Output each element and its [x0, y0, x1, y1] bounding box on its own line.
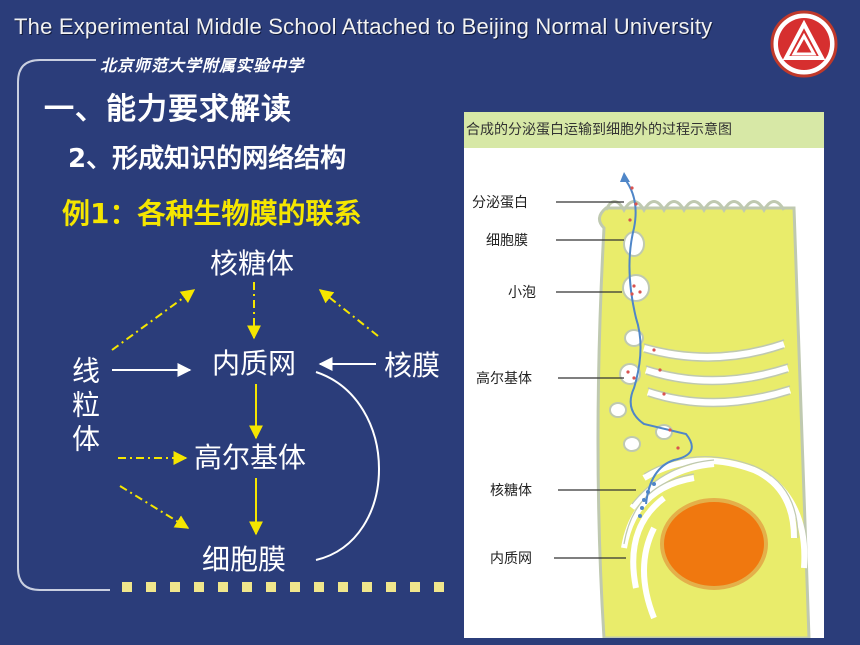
school-name-english: The Experimental Middle School Attached …	[14, 14, 713, 39]
node-cell-membrane: 细胞膜	[202, 543, 287, 576]
curve-er-membrane	[315, 371, 380, 561]
figure-title: 合成的分泌蛋白运输到细胞外的过程示意图	[464, 112, 824, 148]
section-subtitle: 2、形成知识的网络结构	[68, 144, 347, 174]
school-name-chinese: 北京师范大学附属实验中学	[100, 56, 305, 75]
transport-path	[623, 177, 693, 505]
label-secretory-protein: 分泌蛋白	[472, 195, 528, 211]
golgi-stack	[643, 340, 792, 407]
vesicle-membrane	[623, 231, 645, 257]
label-cell-membrane: 细胞膜	[486, 233, 528, 249]
label-vesicle: 小泡	[508, 285, 536, 301]
school-logo	[770, 10, 838, 78]
node-golgi: 高尔基体	[194, 441, 307, 474]
example-title: 例1：各种生物膜的联系	[62, 197, 362, 230]
label-golgi: 高尔基体	[476, 371, 532, 387]
label-ribosome: 核糖体	[490, 483, 532, 499]
node-nuclear-membrane: 核膜	[384, 349, 441, 382]
arrow-nucleus-to-ribosome	[318, 289, 379, 337]
node-ribosome: 核糖体	[210, 247, 295, 280]
arrow-mitochondria-to-ribosome	[111, 289, 196, 351]
nucleus	[660, 498, 768, 590]
vesicle	[622, 274, 650, 302]
cell-illustration	[554, 172, 811, 638]
label-er: 内质网	[490, 551, 532, 567]
section-title: 一、能力要求解读	[44, 92, 292, 127]
node-mitochondria: 线粒体	[68, 356, 101, 458]
node-endoplasmic-reticulum: 内质网	[212, 347, 297, 380]
secretion-figure: 合成的分泌蛋白运输到细胞外的过程示意图	[464, 112, 824, 638]
arrow-mitochondria-to-membrane	[119, 485, 190, 529]
